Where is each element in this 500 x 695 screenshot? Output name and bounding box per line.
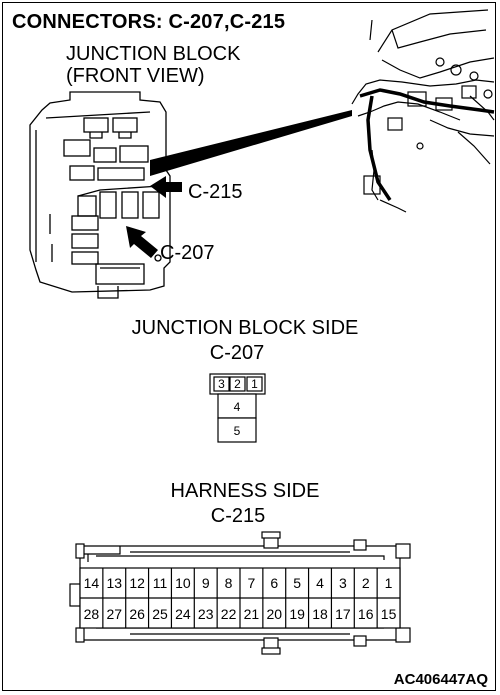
- c215-cavity-dividers: [102, 568, 378, 628]
- c215-pin-24: 24: [175, 606, 191, 622]
- figure-frame: [2, 2, 496, 691]
- c215-pin-21: 21: [244, 606, 260, 622]
- c207-connector: [209, 373, 266, 443]
- c215-pin-26: 26: [129, 606, 145, 622]
- c215-pin-11: 11: [153, 575, 168, 591]
- c215-pin-4: 4: [316, 575, 324, 591]
- callout-c207: C-207: [160, 242, 215, 264]
- jb-side-connector: C-207: [209, 342, 265, 364]
- c215-pin-18: 18: [312, 606, 328, 622]
- c207-pin-2: 2: [234, 377, 241, 391]
- c207-pin-4: 4: [234, 400, 241, 414]
- arrow-c215: [150, 176, 182, 198]
- c215-pin-14: 14: [84, 575, 100, 591]
- callout-c215: C-215: [188, 181, 243, 203]
- c215-pin-23: 23: [198, 606, 214, 622]
- location-pointer: [150, 110, 352, 176]
- c215-pin-2: 2: [362, 575, 370, 591]
- c207-pin-1: 1: [251, 377, 258, 391]
- c215-pin-5: 5: [293, 575, 301, 591]
- c215-pin-9: 9: [202, 575, 210, 591]
- junction-block-label-line2: (FRONT VIEW): [66, 65, 205, 87]
- junction-block-label-line1: JUNCTION BLOCK: [66, 43, 241, 65]
- figure-title: CONNECTORS: C-207,C-215: [12, 11, 286, 33]
- c215-pin-15: 15: [381, 606, 397, 622]
- c215-pin-13: 13: [106, 575, 122, 591]
- c215-pin-3: 3: [339, 575, 347, 591]
- c215-pin-1: 1: [385, 575, 393, 591]
- junction-block-illustration: [29, 91, 171, 299]
- c215-pin-8: 8: [225, 575, 233, 591]
- figure-code: AC406447AQ: [393, 671, 488, 688]
- c215-pin-25: 25: [152, 606, 168, 622]
- c215-pin-28: 28: [84, 606, 100, 622]
- c215-pin-10: 10: [175, 575, 191, 591]
- c215-pin-12: 12: [129, 575, 145, 591]
- c215-pin-7: 7: [248, 575, 256, 591]
- c215-pin-17: 17: [335, 606, 351, 622]
- vehicle-harness-illustration: [351, 9, 495, 213]
- main-harness-bundle: [359, 88, 495, 201]
- c207-pin-5: 5: [234, 424, 241, 438]
- c215-pin-16: 16: [358, 606, 374, 622]
- arrow-c207: [126, 226, 158, 258]
- harness-side-connector: C-215: [210, 505, 266, 527]
- harness-side-heading: HARNESS SIDE: [170, 480, 320, 502]
- jb-side-heading: JUNCTION BLOCK SIDE: [131, 317, 359, 339]
- c215-pin-22: 22: [221, 606, 237, 622]
- c215-pin-6: 6: [270, 575, 278, 591]
- c207-pin-3: 3: [218, 377, 225, 391]
- c215-pin-19: 19: [289, 606, 305, 622]
- c215-pin-20: 20: [266, 606, 282, 622]
- c215-pin-27: 27: [106, 606, 122, 622]
